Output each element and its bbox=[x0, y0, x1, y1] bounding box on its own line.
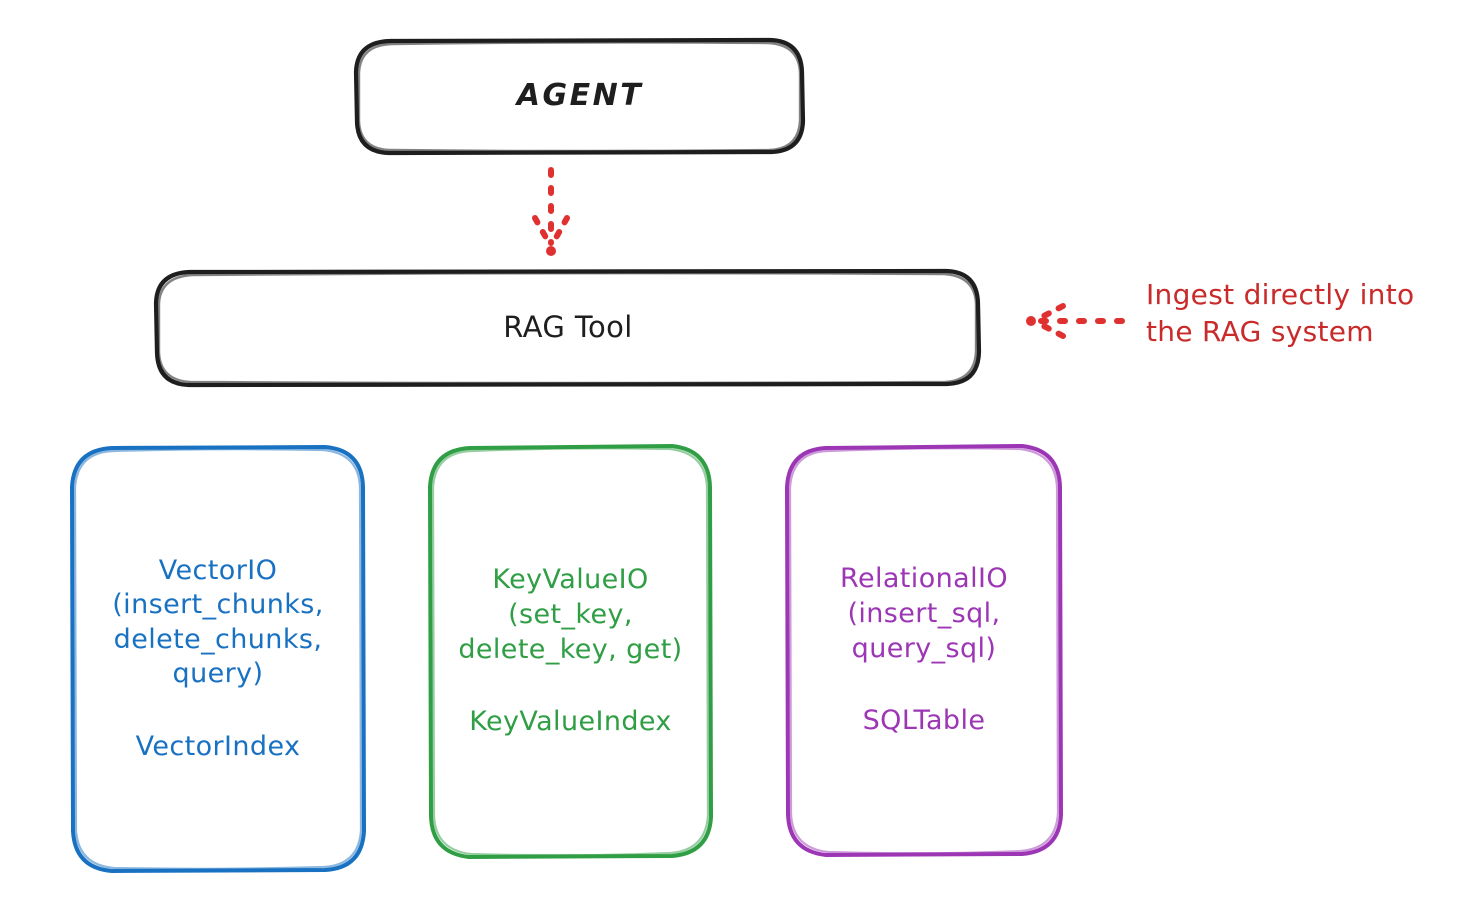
rag-tool-label: RAG Tool bbox=[503, 310, 633, 345]
agent-label: AGENT bbox=[516, 78, 644, 114]
vector-io-index-text: VectorIndex bbox=[135, 730, 301, 762]
key-value-io-api-text: KeyValueIO (set_key, delete_key, get) bbox=[458, 564, 683, 665]
relational-io-label: RelationalIO (insert_sql, query_sql) SQL… bbox=[787, 447, 1061, 854]
vector-io-api-text: VectorIO (insert_chunks, delete_chunks, … bbox=[112, 554, 324, 690]
relational-io-api-text: RelationalIO (insert_sql, query_sql) bbox=[840, 563, 1008, 664]
connector-agent-to-rag-tool bbox=[532, 167, 570, 256]
relational-io-index-text: SQLTable bbox=[862, 705, 986, 737]
ingest-annotation-text: Ingest directly into the RAG system bbox=[1146, 278, 1415, 349]
vector-io-label: VectorIO (insert_chunks, delete_chunks, … bbox=[72, 447, 364, 871]
key-value-io-label: KeyValueIO (set_key, delete_key, get) Ke… bbox=[430, 447, 711, 856]
connector-ingest-note-to-rag-tool bbox=[1026, 303, 1125, 339]
key-value-io-index-text: KeyValueIndex bbox=[469, 706, 672, 738]
